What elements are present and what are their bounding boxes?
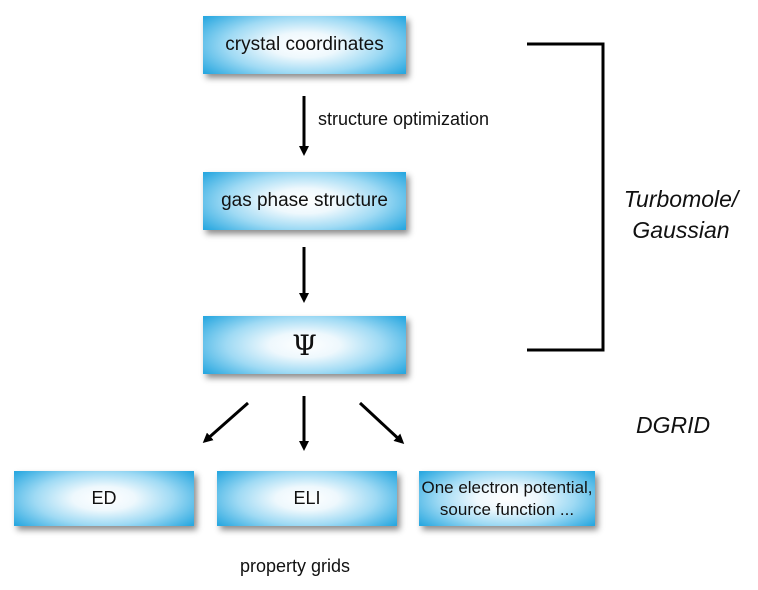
node-gas-phase-structure-label: gas phase structure bbox=[221, 190, 388, 212]
node-psi-label: Ψ bbox=[292, 328, 317, 362]
node-eli-label: ELI bbox=[293, 488, 321, 509]
node-psi: Ψ bbox=[203, 316, 406, 374]
arrow-psi-to-oep bbox=[358, 401, 405, 445]
group-label-dgrid: DGRID bbox=[636, 412, 711, 438]
node-eli: ELI bbox=[217, 471, 397, 526]
node-one-electron-potential-line2: source function ... bbox=[439, 499, 575, 519]
node-one-electron-potential-line1: One electron potential, bbox=[421, 478, 593, 498]
node-crystal-coordinates-label: crystal coordinates bbox=[225, 34, 384, 56]
bracket-turbomole-gaussian bbox=[527, 42, 605, 352]
edge-label-structure-optimization: structure optimization bbox=[318, 109, 490, 129]
group-label-turbomole-line2: Gaussian bbox=[632, 217, 730, 244]
caption-property-grids: property grids bbox=[240, 556, 351, 576]
node-gas-phase-structure: gas phase structure bbox=[203, 172, 406, 230]
group-label-turbomole-line1: Turbomole/ bbox=[623, 186, 739, 212]
group-label-turbomole-gaussian: Turbomole/ Gaussian bbox=[606, 184, 756, 246]
node-one-electron-potential: One electron potential, source function … bbox=[419, 471, 595, 526]
node-ed-label: ED bbox=[91, 488, 117, 509]
node-ed: ED bbox=[14, 471, 194, 526]
arrow-psi-to-ed bbox=[202, 401, 249, 443]
node-crystal-coordinates: crystal coordinates bbox=[203, 16, 406, 74]
